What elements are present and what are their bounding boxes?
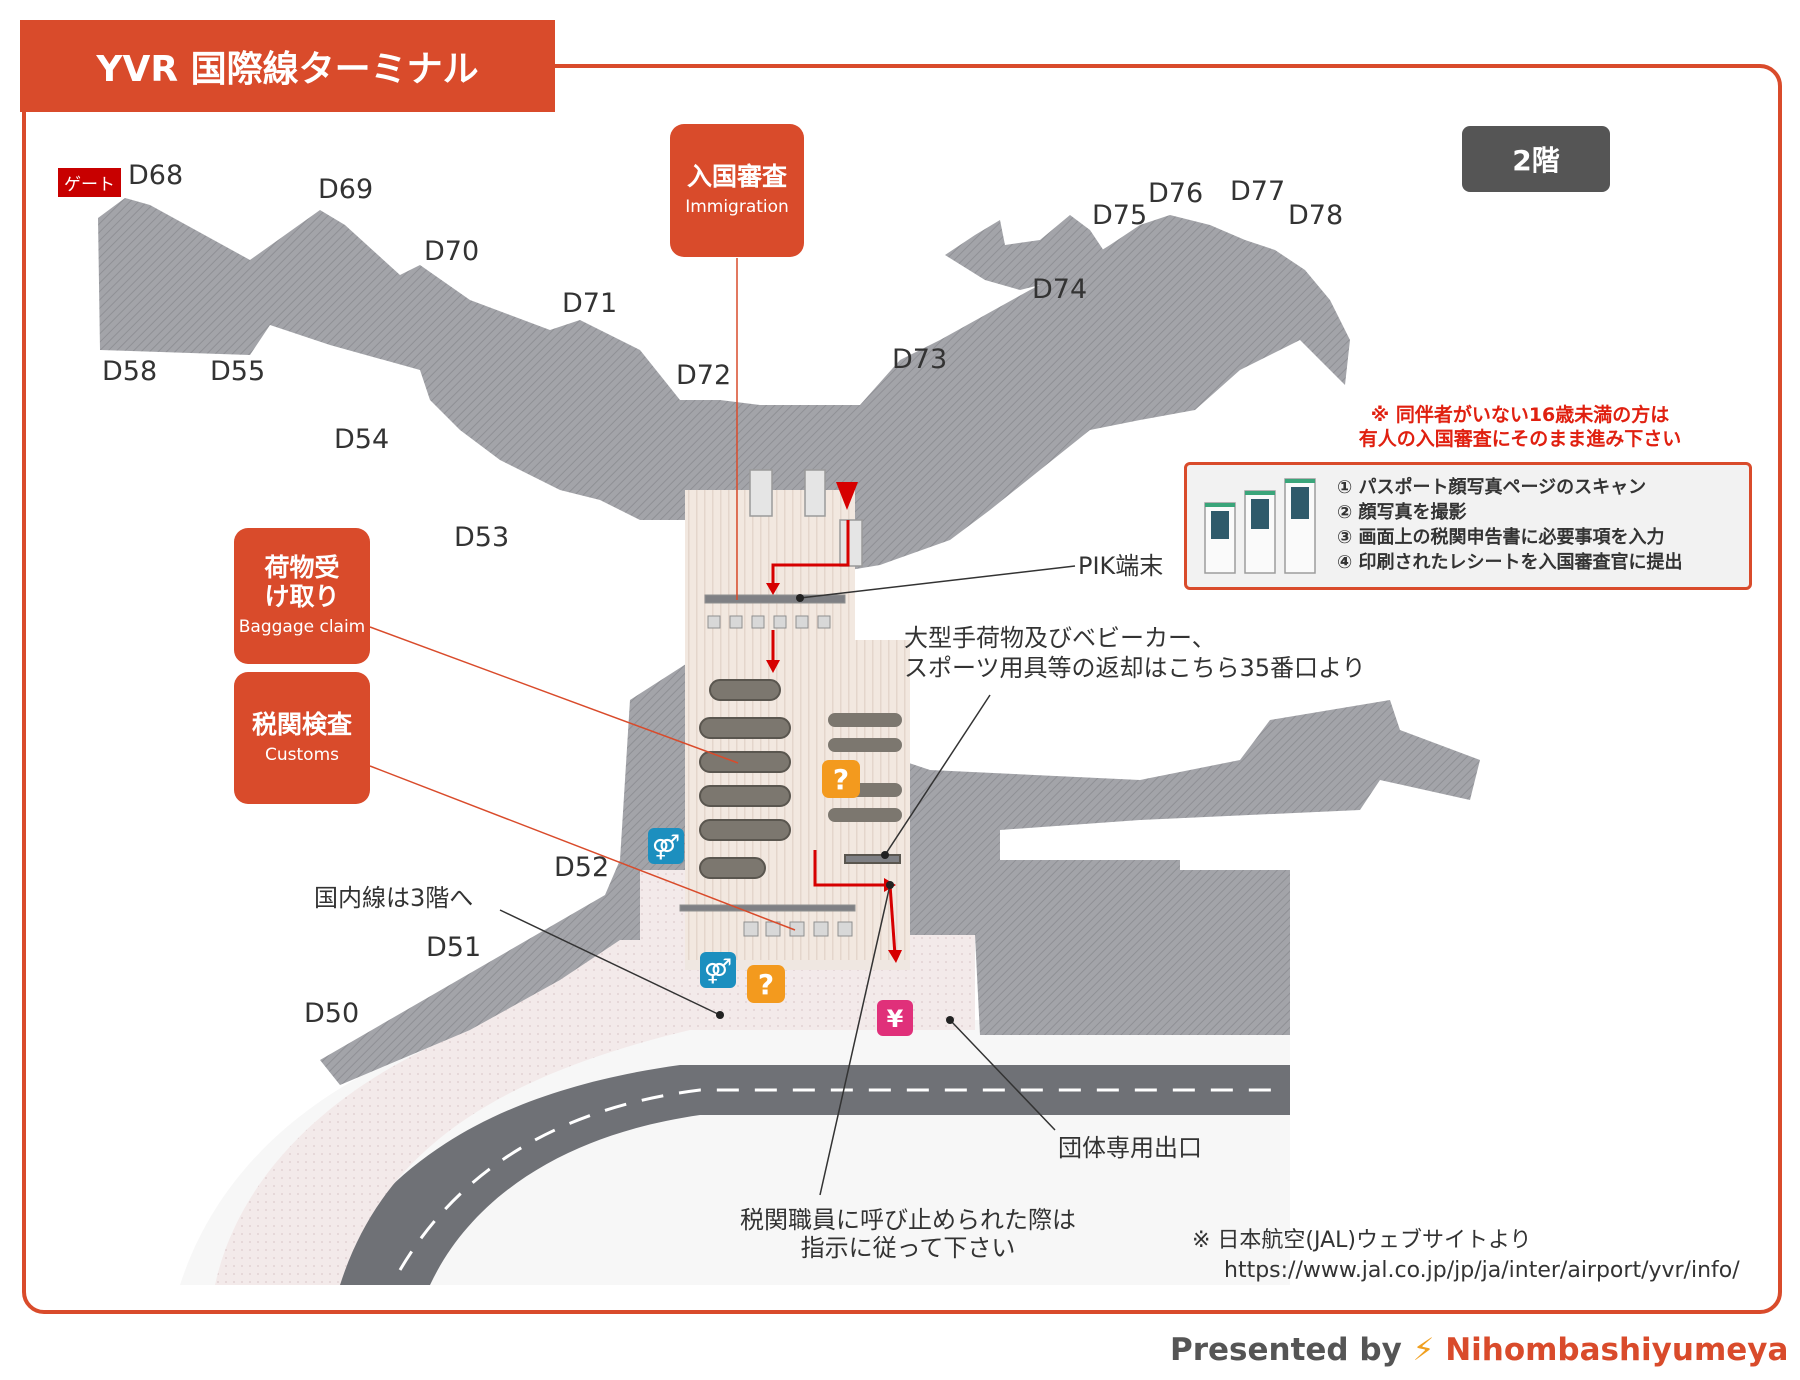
svg-text:¥: ¥ <box>887 1005 904 1033</box>
source-credit: ※ 日本航空(JAL)ウェブサイトより https://www.jal.co.j… <box>1192 1226 1740 1286</box>
gate-label: D74 <box>1032 274 1088 305</box>
gate-label: D75 <box>1092 200 1148 231</box>
pik-label: PIK端末 <box>1078 552 1164 580</box>
info-question-icon: ? <box>747 965 785 1003</box>
floor-badge: 2階 <box>1462 126 1610 192</box>
route-arrow-icon <box>771 520 897 956</box>
gate-label: D73 <box>892 344 948 375</box>
list-item: ① パスポート顔写真ページのスキャン <box>1337 477 1647 498</box>
gate-label: D69 <box>318 174 374 205</box>
immigration-callout: 入国審査 Immigration <box>670 124 804 257</box>
gate-tag: ゲート <box>58 168 121 197</box>
brand-logo-icon: ⚡ <box>1412 1332 1435 1368</box>
baggage-carousels <box>699 679 902 879</box>
svg-text:?: ? <box>758 968 774 1001</box>
brand-name: Nihombashiyumeya <box>1445 1332 1789 1368</box>
road-lane-marking <box>398 1088 1285 1271</box>
domestic-note: 国内線は3階へ <box>314 884 474 912</box>
callout-ja: 荷物受け取り <box>264 553 340 611</box>
currency-exchange-icon: ¥ <box>877 1000 913 1036</box>
baggage-claim-callout: 荷物受け取り Baggage claim <box>234 528 370 664</box>
callout-en: Customs <box>265 744 339 765</box>
oversize-note-line1: 大型手荷物及びベビーカー、 <box>904 624 1216 652</box>
gate-label: D72 <box>676 360 732 391</box>
svg-text:⚤: ⚤ <box>652 833 680 861</box>
gate-label: D51 <box>426 932 482 963</box>
notice-line: 有人の入国審査にそのまま進み下さい <box>1358 428 1682 450</box>
road <box>320 1065 1290 1285</box>
gate-label: D68 <box>128 160 184 191</box>
leader-dots <box>716 594 954 1024</box>
notice-line: ※ 同伴者がいない16歳未満の方は <box>1370 404 1670 426</box>
customs-callout: 税関検査 Customs <box>234 672 370 804</box>
gate-label: D77 <box>1230 176 1286 207</box>
gate-label: D58 <box>102 356 158 387</box>
gate-label: D52 <box>554 852 610 883</box>
list-item: ④ 印刷されたレシートを入国審査官に提出 <box>1337 552 1683 573</box>
gate-label: D76 <box>1148 178 1204 209</box>
gate-label: D78 <box>1288 200 1344 231</box>
source-url[interactable]: https://www.jal.co.jp/jp/ja/inter/airpor… <box>1224 1258 1740 1283</box>
pik-steps-list: ① パスポート顔写真ページのスキャン ② 顔写真を撮影 ③ 画面上の税関申告書に… <box>1337 475 1683 575</box>
customs-booths <box>679 904 856 937</box>
gate-label: D50 <box>304 998 360 1029</box>
callout-ja: 税関検査 <box>251 709 352 739</box>
source-text: ※ 日本航空(JAL)ウェブサイトより <box>1192 1228 1532 1253</box>
gate-label: D54 <box>334 424 390 455</box>
callout-ja: 入国審査 <box>686 162 787 191</box>
list-item: ② 顔写真を撮影 <box>1337 502 1467 523</box>
pik-kiosks <box>704 594 846 629</box>
leader-lines <box>369 258 1076 1196</box>
oversize-note-line2: スポーツ用具等の返却はこちら35番口より <box>904 654 1366 682</box>
svg-text:⚤: ⚤ <box>704 957 732 985</box>
info-question-icon: ? <box>822 760 860 798</box>
map-frame <box>22 64 1782 1314</box>
group-exit-label: 団体専用出口 <box>1058 1134 1202 1162</box>
kiosk-illustration-icon <box>1204 478 1316 574</box>
customs-hall <box>685 490 910 970</box>
presented-by: Presented by <box>1170 1332 1402 1368</box>
escalators <box>749 469 863 567</box>
svg-text:?: ? <box>833 763 849 796</box>
gate-label: D70 <box>424 236 480 267</box>
restroom-icon: ⚤ <box>700 952 736 988</box>
minor-notice: ※ 同伴者がいない16歳未満の方は 有人の入国審査にそのまま進み下さい <box>1340 403 1700 451</box>
page-title: YVR 国際線ターミナル <box>20 20 555 112</box>
customs-stop-note-line1: 税関職員に呼び止められた際は <box>740 1206 1076 1234</box>
footer-credit: Presented by ⚡ Nihombashiyumeya <box>1170 1332 1788 1368</box>
customs-stop-note-line2: 指示に従って下さい <box>800 1234 1016 1262</box>
callout-en: Immigration <box>685 197 789 217</box>
pik-steps-box: ① パスポート顔写真ページのスキャン ② 顔写真を撮影 ③ 画面上の税関申告書に… <box>1184 462 1752 590</box>
restroom-icon: ⚤ <box>648 828 684 864</box>
list-item: ③ 画面上の税関申告書に必要事項を入力 <box>1337 527 1665 548</box>
gate-label: D53 <box>454 522 510 553</box>
callout-en: Baggage claim <box>238 617 366 637</box>
gate-label: D55 <box>210 356 266 387</box>
gate-label: D71 <box>562 288 618 319</box>
